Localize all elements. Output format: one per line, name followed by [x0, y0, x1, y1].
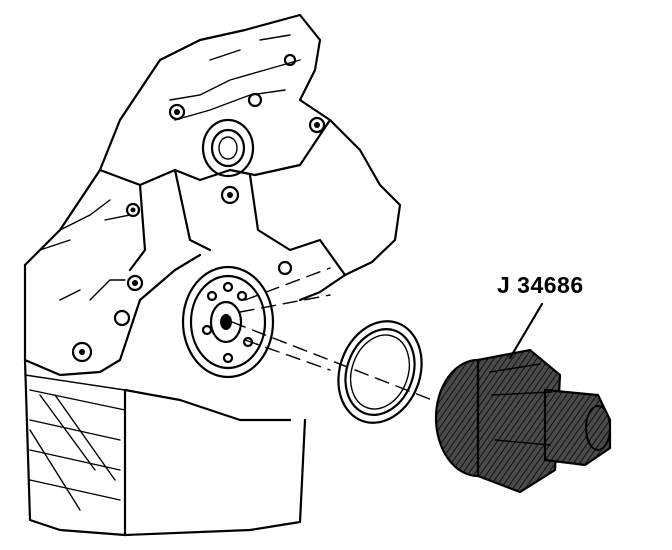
- seal-installer-tool: [434, 302, 612, 494]
- engine-block: [23, 13, 402, 377]
- tool-number-label: J 34686: [497, 272, 584, 298]
- rear-main-seal: [337, 320, 423, 424]
- oil-pan: [23, 358, 307, 537]
- crankshaft-flange: [181, 265, 275, 379]
- alignment-lines: [231, 267, 446, 406]
